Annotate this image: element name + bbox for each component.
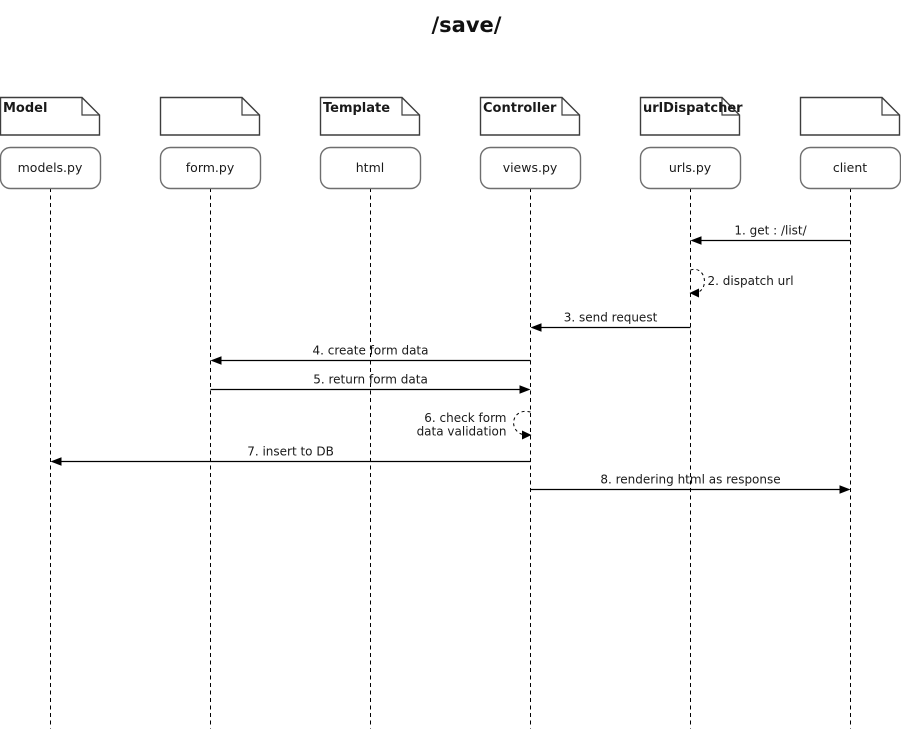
participant-stereotype: Model bbox=[3, 101, 47, 116]
self-message-loop bbox=[690, 268, 705, 294]
message-7: 7. insert to DB bbox=[50, 445, 531, 466]
participant-urldispatcher: urlDispatcher urls.py bbox=[639, 96, 743, 729]
participant-head-note bbox=[0, 96, 101, 136]
participant-stereotype: Controller bbox=[483, 101, 557, 116]
participant-name: html bbox=[356, 160, 384, 175]
arrowhead-icon bbox=[522, 430, 532, 440]
participant-name-box bbox=[639, 146, 742, 190]
participant-name-box bbox=[159, 146, 262, 190]
note-fold-icon bbox=[561, 97, 580, 116]
participant-client: client bbox=[799, 96, 901, 729]
participant-stereotype: Template bbox=[323, 101, 390, 116]
participant-name: client bbox=[833, 160, 867, 175]
arrowhead-icon bbox=[690, 236, 702, 245]
participant-head-note bbox=[639, 96, 741, 136]
message-label: 3. send request bbox=[564, 311, 658, 325]
participant-model: Model models.py bbox=[0, 96, 102, 729]
participant-name-box bbox=[319, 146, 422, 190]
message-5: 5. return form data bbox=[210, 373, 531, 394]
participant-head-note bbox=[479, 96, 581, 136]
message-label: 2. dispatch url bbox=[708, 274, 794, 288]
participant-controller: Controller views.py bbox=[479, 96, 582, 729]
arrowhead-icon bbox=[689, 288, 699, 298]
participant-name: views.py bbox=[503, 160, 558, 175]
message-3: 3. send request bbox=[530, 311, 691, 332]
arrowhead-icon bbox=[519, 385, 531, 394]
arrowhead-icon bbox=[839, 485, 851, 494]
participant-head-note bbox=[319, 96, 421, 136]
note-fold-icon bbox=[721, 97, 740, 116]
message-1: 1. get : /list/ bbox=[690, 224, 851, 245]
message-label: 5. return form data bbox=[313, 373, 428, 387]
participant-name: urls.py bbox=[669, 160, 712, 175]
diagram-title: /save/ bbox=[431, 13, 502, 37]
participant-name-box bbox=[479, 146, 582, 190]
participant-name: form.py bbox=[186, 160, 235, 175]
participant-form: form.py bbox=[159, 96, 262, 729]
participant-template: Template html bbox=[319, 96, 422, 729]
message-label: 1. get : /list/ bbox=[734, 224, 807, 238]
message-label: 4. create form data bbox=[313, 344, 429, 358]
note-fold-icon bbox=[81, 97, 100, 116]
arrowhead-icon bbox=[210, 356, 222, 365]
arrowhead-icon bbox=[50, 457, 62, 466]
self-message-loop bbox=[513, 410, 531, 436]
participant-name-box bbox=[0, 146, 102, 190]
message-label: 8. rendering html as response bbox=[600, 473, 780, 487]
arrowhead-icon bbox=[530, 323, 542, 332]
note-fold-icon bbox=[241, 97, 260, 116]
note-fold-icon bbox=[401, 97, 420, 116]
message-label: 7. insert to DB bbox=[247, 445, 334, 459]
note-fold-icon bbox=[881, 97, 900, 116]
message-2: 2. dispatch url bbox=[689, 268, 794, 298]
participant-head-note bbox=[159, 96, 261, 136]
participant-name: models.py bbox=[18, 160, 83, 175]
message-8: 8. rendering html as response bbox=[530, 473, 851, 494]
participant-stereotype: urlDispatcher bbox=[643, 101, 743, 116]
message-4: 4. create form data bbox=[210, 344, 531, 365]
participant-head-note bbox=[799, 96, 901, 136]
